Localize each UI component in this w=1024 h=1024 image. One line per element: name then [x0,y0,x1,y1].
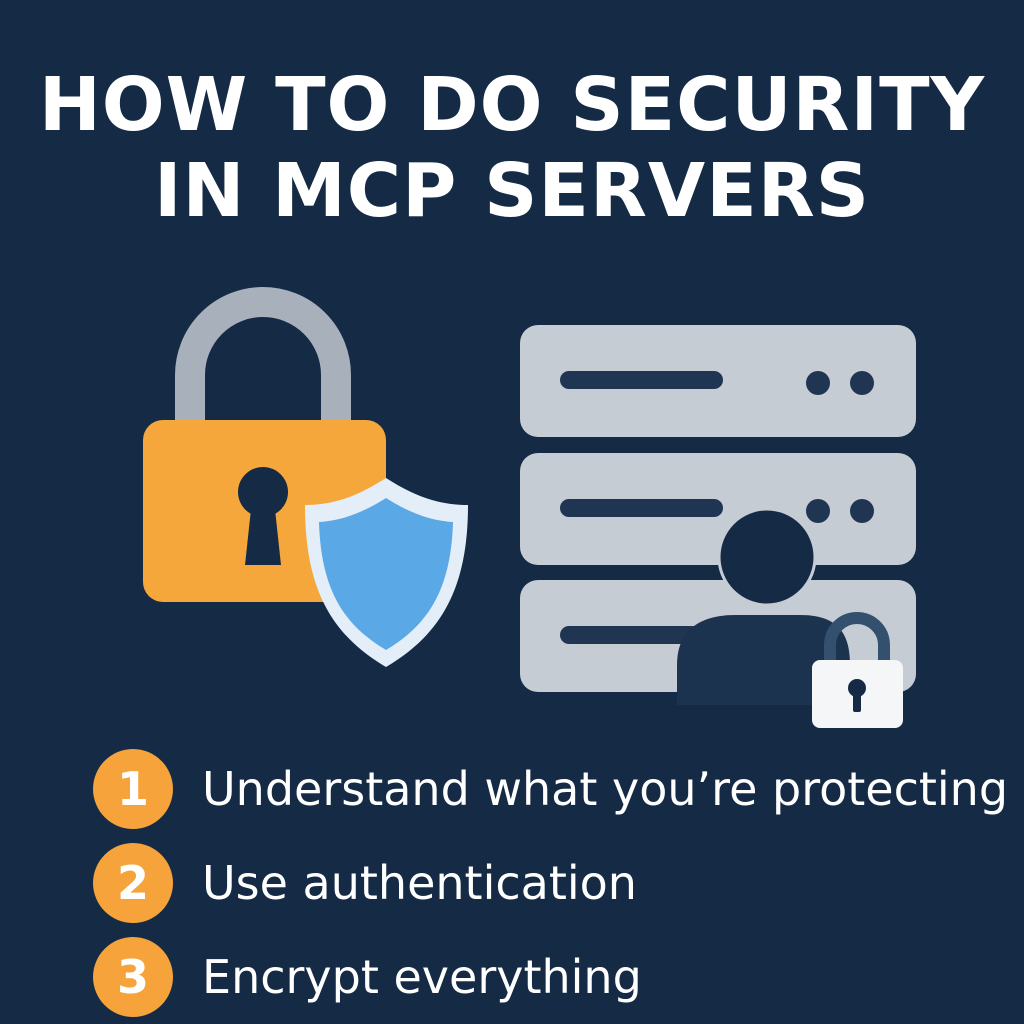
title-line-1: HOW TO DO SECURITY [38,62,986,148]
steps-list: 1 Understand what you’re protecting 2 Us… [93,742,1008,1024]
user-icon [677,507,850,705]
step-label: Use authentication [202,856,637,910]
title-line-2: IN MCP SERVERS [153,148,871,234]
small-lock-icon [812,612,903,728]
step-number-badge: 3 [93,937,173,1017]
step-item: 3 Encrypt everything [93,930,1008,1024]
step-number-badge: 2 [93,843,173,923]
shield-icon [305,478,468,667]
step-label: Encrypt everything [202,950,642,1004]
step-item: 2 Use authentication [93,836,1008,930]
step-number-badge: 1 [93,749,173,829]
page-title: HOW TO DO SECURITY IN MCP SERVERS [0,62,1024,234]
step-item: 1 Understand what you’re protecting [93,742,1008,836]
step-label: Understand what you’re protecting [202,762,1009,816]
